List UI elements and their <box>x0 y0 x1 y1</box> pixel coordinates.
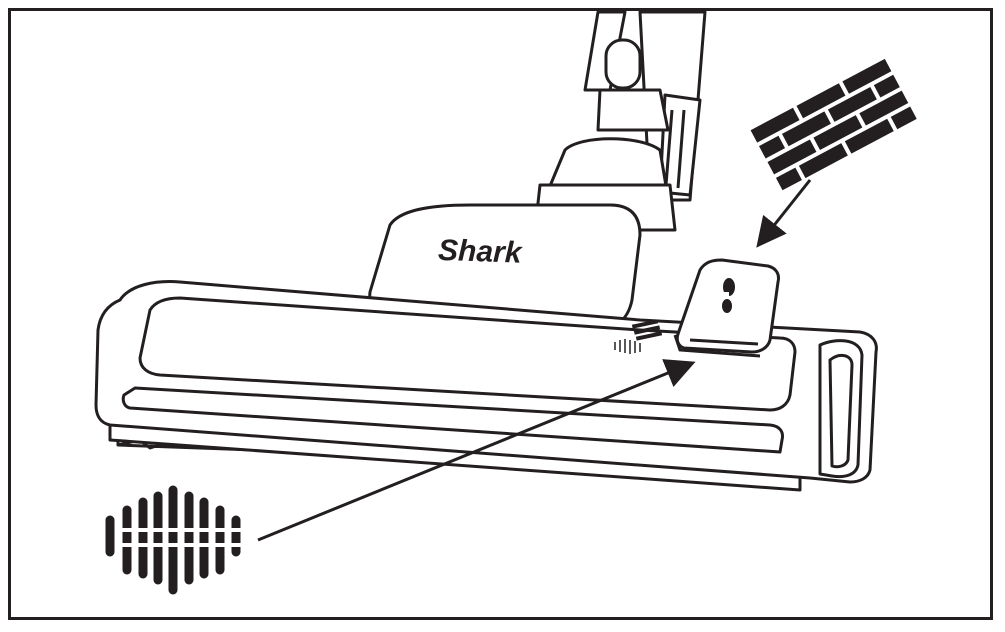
footprint-icon <box>721 278 735 313</box>
wand <box>533 10 707 232</box>
shark-logo: Shark <box>438 234 524 270</box>
hard-floor-icon <box>750 58 917 191</box>
neck-cover: Shark <box>368 203 642 332</box>
arrow-hardfloor <box>756 179 812 248</box>
carpet-icon-gaps <box>115 528 245 547</box>
floor-selector-button[interactable] <box>673 258 780 358</box>
carpet-icon <box>105 485 241 595</box>
body-hardfloor-mini-icon <box>631 319 663 341</box>
arrow-carpet <box>257 359 696 542</box>
body-carpet-mini-icon <box>614 339 641 354</box>
